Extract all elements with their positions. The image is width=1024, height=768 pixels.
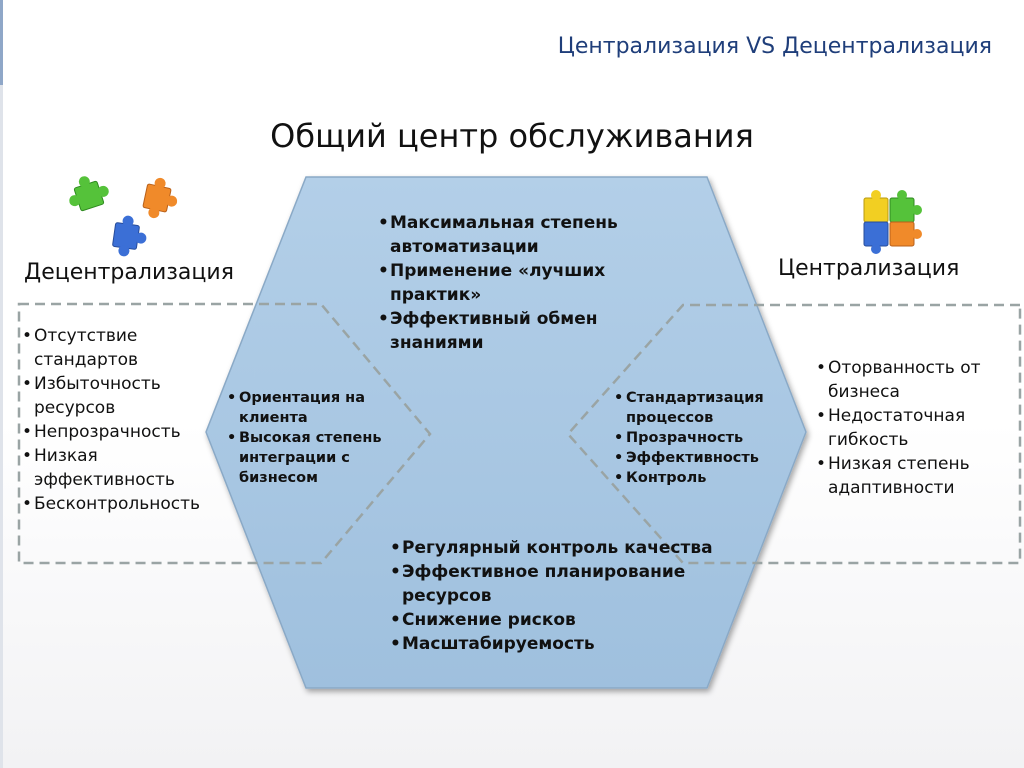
list-item: Прозрачность <box>614 428 794 448</box>
hexagon-bottom-list: Регулярный контроль качества Эффективное… <box>390 536 750 656</box>
orange-puzzle-piece-icon <box>142 177 178 219</box>
list-item: Эффективность <box>614 448 794 468</box>
hexagon-left-inner-list: Ориентация на клиента Высокая степень ин… <box>227 388 397 488</box>
left-dashed-arrow <box>17 302 432 565</box>
list-item: Применение «лучших практик» <box>378 259 678 307</box>
list-item: Ориентация на клиента <box>227 388 397 428</box>
hexagon-top-list: Максимальная степень автоматизации Приме… <box>378 211 678 355</box>
list-item: Регулярный контроль качества <box>390 536 750 560</box>
list-item: Контроль <box>614 468 794 488</box>
scattered-puzzle-pieces-icon <box>69 176 178 257</box>
list-item: Эффективный обмен знаниями <box>378 307 678 355</box>
right-dashed-arrow <box>566 303 1022 565</box>
list-item: Отсутствие стандартов <box>22 324 232 372</box>
list-item: Недостаточная гибкость <box>816 404 1016 452</box>
centralization-title: Централизация <box>778 256 960 281</box>
list-item: Стандартизация процессов <box>614 388 794 428</box>
left-edge-bar <box>0 0 3 768</box>
hexagon-right-inner-list: Стандартизация процессов Прозрачность Эф… <box>614 388 794 488</box>
decentralization-title: Децентрализация <box>24 260 234 285</box>
list-item: Максимальная степень автоматизации <box>378 211 678 259</box>
header-title: Централизация VS Децентрализация <box>557 34 992 59</box>
list-item: Избыточность ресурсов <box>22 372 232 420</box>
main-title: Общий центр обслуживания <box>270 117 754 155</box>
list-item: Высокая степень интеграции с бизнесом <box>227 428 397 488</box>
list-item: Бесконтрольность <box>22 492 232 516</box>
left-accent-bar <box>0 0 3 85</box>
decentralization-list: Отсутствие стандартов Избыточность ресур… <box>22 324 232 516</box>
green-puzzle-piece-icon <box>69 176 109 212</box>
list-item: Низкая степень адаптивности <box>816 452 1016 500</box>
centralization-list: Оторванность от бизнеса Недостаточная ги… <box>816 356 1016 500</box>
list-item: Эффективное планирование ресурсов <box>390 560 750 608</box>
list-item: Масштабируемость <box>390 632 750 656</box>
assembled-puzzle-icon <box>863 190 922 254</box>
list-item: Снижение рисков <box>390 608 750 632</box>
list-item: Непрозрачность <box>22 420 232 444</box>
blue-puzzle-piece-icon <box>112 215 147 257</box>
list-item: Низкая эффективность <box>22 444 232 492</box>
list-item: Оторванность от бизнеса <box>816 356 1016 404</box>
